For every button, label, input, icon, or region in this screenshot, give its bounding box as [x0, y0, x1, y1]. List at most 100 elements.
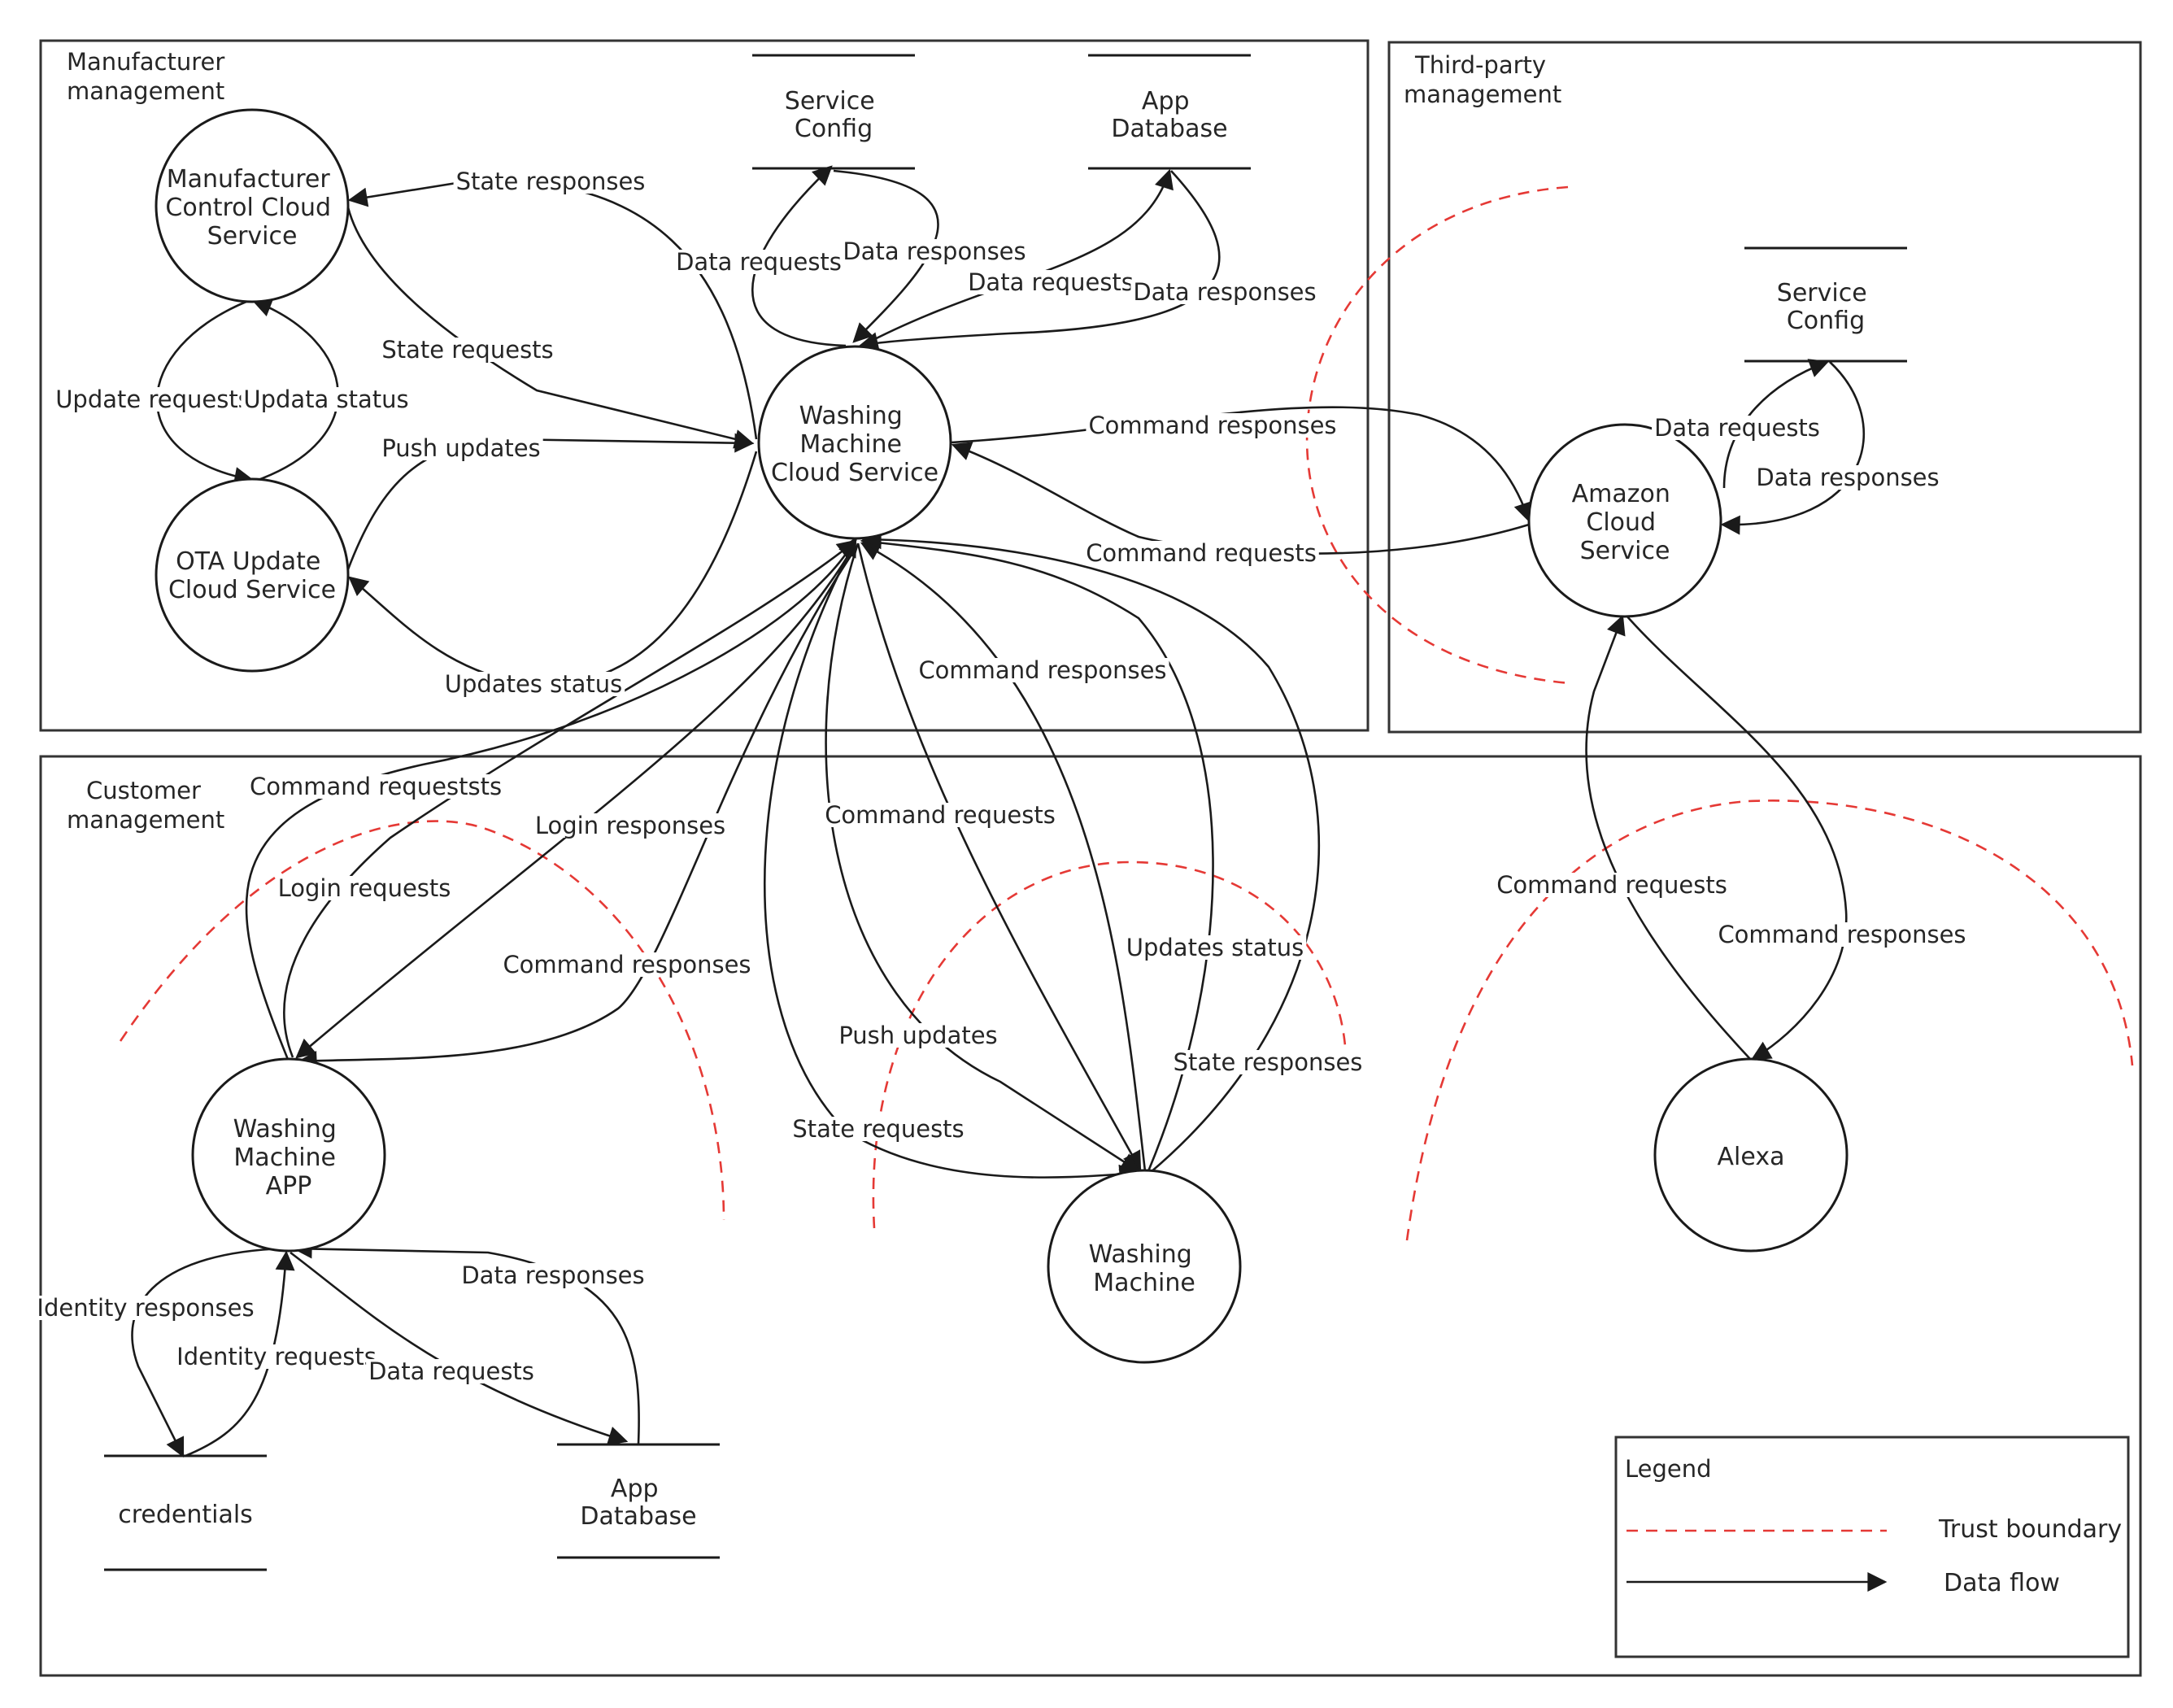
region-third-party-management: [1387, 41, 2142, 734]
flow-label-command-requests-alexa: Command requests: [1496, 871, 1727, 899]
flow-label-command-responses-wm: Command responses: [918, 656, 1166, 684]
flow-label-identity-requests: Identity requests: [176, 1343, 377, 1370]
flow-label-background: [366, 1359, 537, 1383]
flow-command-responses-wm: [860, 542, 1147, 1172]
region-manufacturer-management: [39, 39, 1370, 732]
trust-boundary-alexa: [1405, 800, 2134, 1241]
flow-label-background: [965, 270, 1136, 294]
flow-updates-status-wm: [860, 533, 1214, 1172]
flow-state-responses-wm: [861, 529, 1321, 1174]
flow-data-requests-config: [751, 165, 847, 347]
flow-label-background: [53, 387, 253, 412]
flow-identity-requests: [185, 1250, 295, 1457]
trust-boundary-washing-machine: [872, 861, 1348, 1229]
store-label: credentials: [118, 1501, 253, 1529]
flow-label-background: [1715, 922, 1969, 947]
flow-data-requests-3p: [1722, 359, 1830, 489]
process-washing-machine-cloud-service: Washing Machine Cloud Service: [757, 345, 952, 540]
flow-label-command-responses-amazon: Command responses: [1088, 412, 1336, 439]
flow-label-background: [840, 239, 1029, 264]
flow-label-background: [246, 774, 505, 799]
legend-box: [1614, 1436, 2130, 1658]
flow-label-background: [1123, 935, 1307, 960]
flow-label-data-responses-db: Data responses: [1133, 278, 1316, 306]
process-label: Washing Machine Cloud Service: [771, 402, 938, 487]
flow-data-responses-appdb: [292, 1239, 640, 1444]
flow-label-login-responses: Login responses: [535, 812, 725, 839]
legend-title: Legend: [1625, 1455, 1712, 1483]
process-label: Alexa: [1718, 1143, 1785, 1171]
flow-label-data-requests-config: Data requests: [676, 248, 842, 276]
flow-label-state-responses-wm: State responses: [1174, 1048, 1363, 1076]
flow-label-data-requests-db: Data requests: [968, 268, 1134, 296]
region-title-third-party: Third-party management: [1404, 51, 1561, 108]
flow-label-background: [1652, 416, 1822, 440]
flow-data-requests-db: [861, 168, 1174, 347]
flow-label-command-requests-wm: Command requests: [825, 801, 1056, 829]
store-app-database-manufacturer: App Database: [1088, 54, 1251, 170]
flow-label-command-responses-app: Command responses: [503, 951, 751, 978]
flow-label-login-requests: Login requests: [278, 874, 451, 902]
flow-label-push-updates-ota: Push updates: [381, 434, 540, 462]
process-amazon-cloud-service: Amazon Cloud Service: [1527, 423, 1722, 618]
trust-boundary-app: [119, 820, 725, 1221]
flow-command-responses-alexa: [1626, 615, 1848, 1061]
store-service-config-third-party: Service Config: [1744, 246, 1907, 363]
flow-login-responses: [295, 542, 857, 1059]
flow-label-update-requests: Update requests: [55, 386, 250, 413]
flow-label-background: [1083, 541, 1319, 565]
flow-label-background: [34, 1296, 257, 1320]
flow-label-background: [790, 1117, 967, 1141]
process-washing-machine: Washing Machine: [1047, 1169, 1242, 1364]
region-title-customer: Customer management: [67, 777, 224, 834]
flow-label-command-responses-alexa: Command responses: [1718, 921, 1966, 948]
process-label: Washing Machine: [1089, 1240, 1200, 1297]
process-label: OTA Update Cloud Service: [168, 547, 336, 604]
flow-label-background: [379, 436, 543, 460]
flow-data-requests-appdb: [290, 1251, 629, 1445]
process-label: Manufacturer Control Cloud Service: [165, 165, 338, 251]
legend-trust-boundary-label: Trust boundary: [1938, 1515, 2122, 1544]
process-alexa: Alexa: [1653, 1057, 1849, 1253]
flow-identity-responses: [131, 1247, 285, 1458]
flow-label-background: [459, 1263, 647, 1288]
flow-command-requests-amazon: [951, 442, 1530, 555]
flow-label-background: [673, 250, 844, 274]
flow-label-background: [453, 169, 648, 194]
store-label: App Database: [580, 1475, 696, 1531]
flow-data-responses-db: [858, 170, 1221, 351]
flow-state-requests-wm: [764, 540, 1139, 1184]
flow-label-background: [275, 876, 454, 900]
flow-label-update-status: Updata status: [243, 386, 408, 413]
flow-label-state-requests-wm: State requests: [792, 1115, 964, 1143]
store-credentials: credentials: [104, 1454, 267, 1571]
process-label: Washing Machine APP: [233, 1115, 345, 1200]
region-customer-management: [39, 755, 2142, 1677]
trust-boundary-third-party: [1305, 185, 1570, 685]
flow-label-state-requests-mccs: State requests: [381, 336, 553, 364]
process-label: Amazon Cloud Service: [1572, 480, 1679, 565]
flow-state-requests-mccs: [346, 207, 755, 449]
process-manufacturer-control-cloud-service: Manufacturer Control Cloud Service: [155, 108, 350, 303]
flow-label-identity-responses: Identity responses: [37, 1294, 254, 1322]
region-title-manufacturer: Manufacturer management: [67, 48, 233, 105]
flow-label-background: [174, 1344, 379, 1369]
flow-label-state-responses-mccs: State responses: [456, 168, 646, 195]
store-label: App Database: [1111, 87, 1227, 143]
flow-label-background: [1753, 465, 1942, 490]
store-label: Service Config: [1777, 279, 1875, 335]
flow-label-data-responses-3p: Data responses: [1756, 464, 1939, 491]
flow-command-requests-wm: [856, 542, 1142, 1172]
flow-label-background: [1170, 1050, 1365, 1074]
flow-label-command-requests-app: Command requeststs: [250, 773, 502, 800]
flow-label-background: [1130, 280, 1319, 304]
legend: Legend Trust boundary Data flow: [1614, 1436, 2130, 1658]
store-label: Service Config: [785, 87, 882, 143]
process-washing-machine-app: Washing Machine APP: [191, 1057, 386, 1253]
flow-command-responses-app: [297, 544, 860, 1071]
process-ota-update-cloud-service: OTA Update Cloud Service: [155, 477, 350, 673]
flow-label-push-updates-wm: Push updates: [838, 1022, 997, 1049]
flow-label-background: [1494, 873, 1730, 897]
flow-data-responses-config: [833, 169, 939, 343]
